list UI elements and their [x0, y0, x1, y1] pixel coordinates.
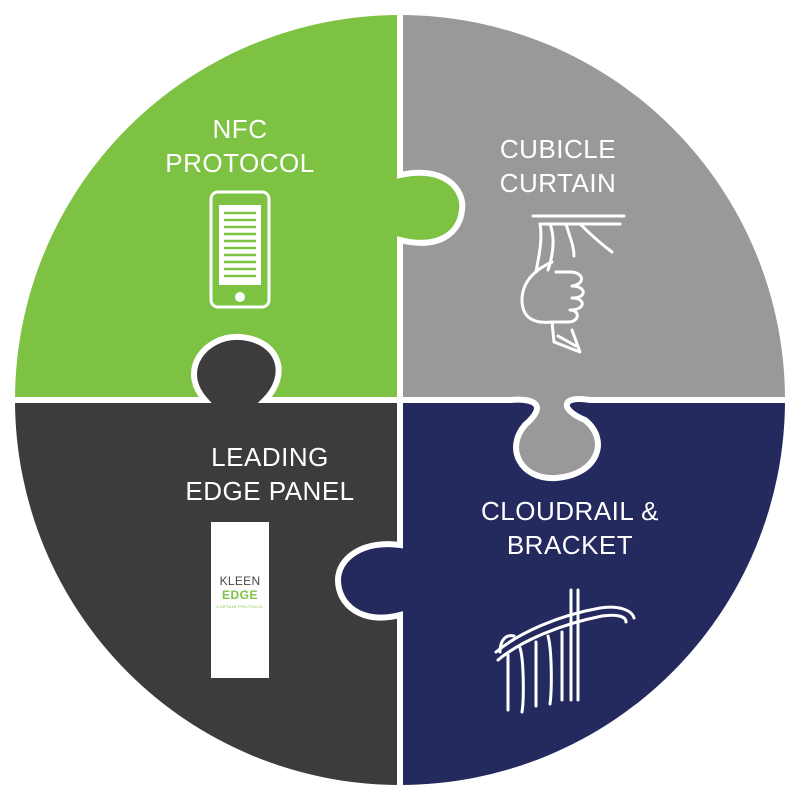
logo-edge-text: EDGE	[221, 588, 258, 602]
kleen-edge-logo: KLEEN EDGE CURTAIN PROTOCOL	[211, 522, 269, 678]
logo-subtitle-text: CURTAIN PROTOCOL	[216, 604, 264, 609]
smartphone-icon	[209, 190, 271, 309]
nfc-line2: PROTOCOL	[165, 148, 315, 178]
cloudrail-line1: CLOUDRAIL &	[481, 496, 659, 526]
cubicle-line1: CUBICLE	[499, 134, 617, 164]
cubicle-line2: CURTAIN	[499, 168, 617, 198]
cloudrail-line2: BRACKET	[506, 530, 634, 560]
leading-edge-panel-label: LEADING EDGE PANEL	[140, 440, 400, 508]
cloudrail-bracket-label: CLOUDRAIL & BRACKET	[440, 494, 700, 562]
nfc-protocol-label: NFC PROTOCOL	[140, 112, 340, 180]
nfc-line1: NFC	[212, 114, 268, 144]
leading-line1: LEADING	[211, 442, 329, 472]
hand-curtain-icon	[520, 214, 626, 354]
leading-line2: EDGE PANEL	[185, 476, 355, 506]
cubicle-curtain-label: CUBICLE CURTAIN	[458, 132, 658, 200]
rail-bracket-icon	[494, 588, 636, 714]
logo-kleen-text: KLEEN	[219, 574, 261, 588]
